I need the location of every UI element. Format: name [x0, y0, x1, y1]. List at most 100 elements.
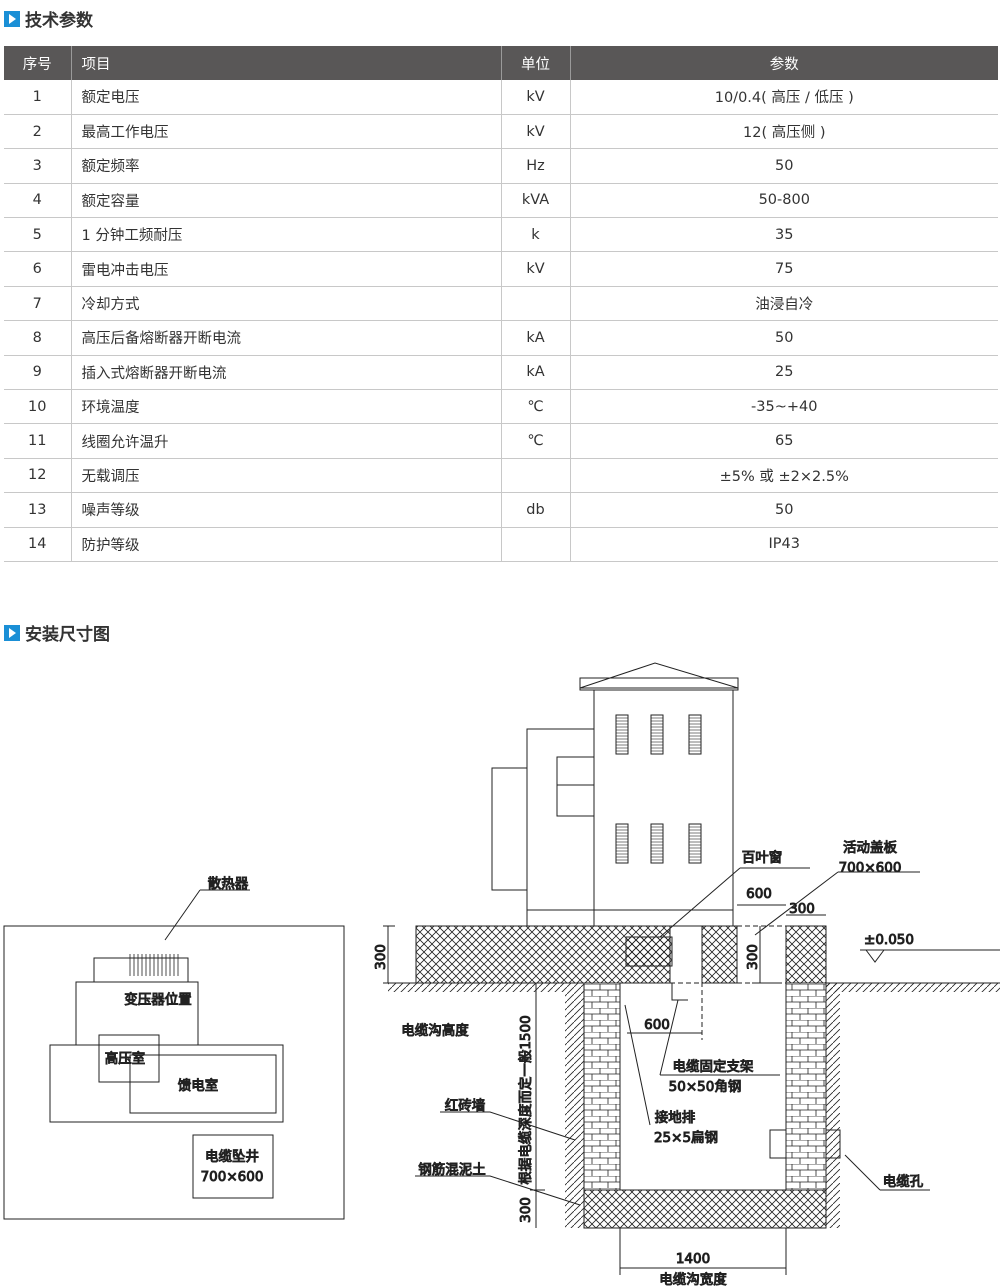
cell-no: 12	[4, 458, 72, 494]
cell-item: 额定容量	[71, 183, 502, 219]
installation-drawing: 散热器 变压器位置 高压室 馈电室 电缆坠井 700×600 300 600 3…	[3, 662, 1000, 1287]
cell-item: 额定频率	[71, 148, 502, 184]
cell-unit	[501, 458, 571, 494]
cell-unit: kV	[501, 80, 571, 115]
label-trench-height: 电缆沟高度	[401, 1022, 469, 1039]
label-trench-width: 电缆沟宽度	[659, 1271, 727, 1287]
cell-unit	[501, 286, 571, 322]
cable-trench-section: 300 600 300 300 ±0.050 百叶窗 活动盖板 700×600 …	[373, 840, 1000, 1287]
dim-300-mid: 300	[745, 944, 761, 970]
cell-no: 3	[4, 148, 72, 184]
dim-600-top: 600	[746, 886, 772, 902]
cell-value: 10/0.4( 高压 / 低压 )	[570, 80, 998, 115]
cell-item: 噪声等级	[71, 492, 502, 528]
cell-no: 2	[4, 114, 72, 150]
cell-value: 50	[570, 320, 998, 356]
cell-no: 14	[4, 527, 72, 562]
arrow-icon	[4, 10, 20, 27]
cell-unit: kA	[501, 320, 571, 356]
label-depth-note: 根据电缆深度而定一般1500	[518, 1015, 534, 1184]
cell-no: 13	[4, 492, 72, 528]
cell-unit: ℃	[501, 389, 571, 425]
louver-vent	[650, 714, 664, 755]
cell-no: 9	[4, 355, 72, 391]
cell-unit: db	[501, 492, 571, 528]
label-bracket: 电缆固定支架	[673, 1059, 754, 1075]
cell-unit: Hz	[501, 148, 571, 184]
cell-value: IP43	[570, 527, 998, 562]
louver-vent	[688, 714, 702, 755]
cell-item: 冷却方式	[71, 286, 502, 322]
cell-value: 50-800	[570, 183, 998, 219]
label-radiator: 散热器	[208, 876, 249, 892]
cell-unit	[501, 527, 571, 562]
label-ground-bar: 接地排	[655, 1109, 696, 1126]
cell-no: 1	[4, 80, 72, 115]
louver-vent	[688, 823, 702, 864]
cell-item: 额定电压	[71, 80, 502, 115]
cell-value: 50	[570, 492, 998, 528]
header-value: 参数	[570, 46, 998, 80]
label-pit-size: 700×600	[201, 1169, 264, 1185]
cell-no: 6	[4, 251, 72, 287]
cell-no: 4	[4, 183, 72, 219]
cell-value: -35~+40	[570, 389, 998, 425]
louver-vent	[615, 714, 629, 755]
cell-no: 8	[4, 320, 72, 356]
header-no: 序号	[4, 46, 72, 80]
cell-unit: kV	[501, 251, 571, 287]
cell-item: 环境温度	[71, 389, 502, 425]
floor-plan: 散热器 变压器位置 高压室 馈电室 电缆坠井 700×600	[3, 876, 345, 1220]
cell-value: 25	[570, 355, 998, 391]
cell-item: 防护等级	[71, 527, 502, 562]
cell-no: 10	[4, 389, 72, 425]
cell-value: 油浸自冷	[570, 286, 998, 322]
cell-value: 65	[570, 423, 998, 459]
louver-vent	[650, 823, 664, 864]
label-hv-room: 高压室	[105, 1050, 146, 1067]
label-feeder-room: 馈电室	[178, 1077, 219, 1094]
label-ground-spec: 25×5扁钢	[654, 1130, 718, 1146]
label-transformer: 变压器位置	[124, 992, 192, 1008]
label-pit: 电缆坠井	[205, 1149, 259, 1165]
label-cover-size: 700×600	[839, 860, 902, 876]
dim-600-inner: 600	[644, 1017, 670, 1033]
cell-item: 插入式熔断器开断电流	[71, 355, 502, 391]
label-cover: 活动盖板	[843, 840, 897, 856]
cell-no: 7	[4, 286, 72, 322]
louver-vent	[615, 823, 629, 864]
section-title-install: 安装尺寸图	[4, 620, 110, 645]
arrow-icon	[4, 624, 20, 641]
cell-value: 12( 高压侧 )	[570, 114, 998, 150]
dim-1400: 1400	[676, 1251, 710, 1267]
cell-item: 1 分钟工频耐压	[71, 217, 502, 253]
label-louver: 百叶窗	[742, 849, 783, 866]
dim-300-bottom: 300	[518, 1197, 534, 1223]
substation-elevation	[491, 662, 739, 927]
header-item: 项目	[71, 46, 502, 80]
cell-value: ±5% 或 ±2×2.5%	[570, 458, 998, 494]
cell-no: 5	[4, 217, 72, 253]
cell-unit: kV	[501, 114, 571, 150]
header-unit: 单位	[501, 46, 571, 80]
label-bracket-spec: 50×50角钢	[669, 1079, 742, 1095]
section-title-specs: 技术参数	[4, 6, 93, 31]
cell-item: 最高工作电压	[71, 114, 502, 150]
dim-300-left: 300	[373, 944, 389, 970]
cell-item: 线圈允许温升	[71, 423, 502, 459]
